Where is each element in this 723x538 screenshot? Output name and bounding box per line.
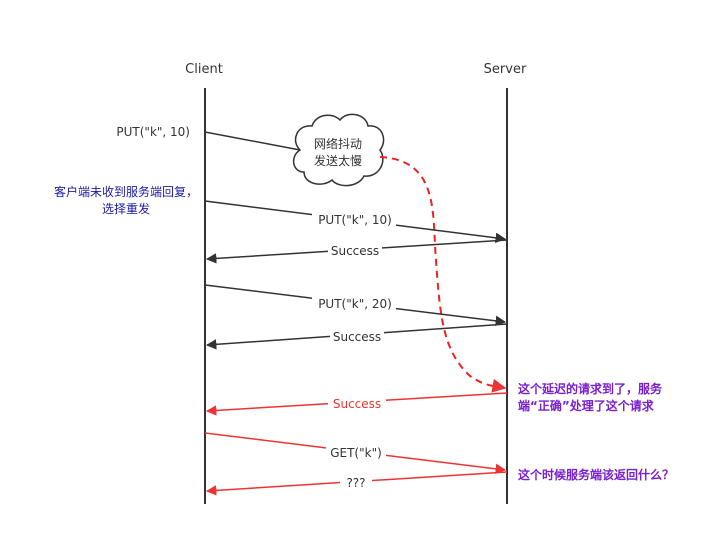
client-header: Client	[185, 62, 223, 77]
arrow-put-delayed	[204, 131, 301, 151]
server-header: Server	[484, 62, 527, 77]
label-success-2: Success	[333, 330, 381, 344]
note-delayed-line1: 这个延迟的请求到了，服务	[518, 381, 663, 396]
cloud-shape	[292, 113, 385, 187]
label-put-retry: PUT("k", 10)	[318, 213, 392, 227]
note-client-retry-line1: 客户端未收到服务端回复，	[54, 184, 198, 199]
label-get: GET("k")	[330, 446, 382, 460]
note-question: 这个时候服务端该返回什么？	[518, 467, 674, 482]
cloud-text-line2: 发送太慢	[314, 153, 362, 168]
cloud-text-line1: 网络抖动	[314, 136, 362, 151]
label-put-delayed: PUT("k", 10)	[116, 125, 190, 139]
label-success-1: Success	[331, 244, 379, 258]
label-put-20: PUT("k", 20)	[318, 297, 392, 311]
note-delayed-line2: 端“正确”处理了这个请求	[518, 398, 655, 413]
delayed-path	[379, 156, 507, 393]
note-client-retry-line2: 选择重发	[102, 201, 150, 216]
label-success-red: Success	[333, 397, 381, 411]
label-unknown: ???	[346, 476, 365, 490]
